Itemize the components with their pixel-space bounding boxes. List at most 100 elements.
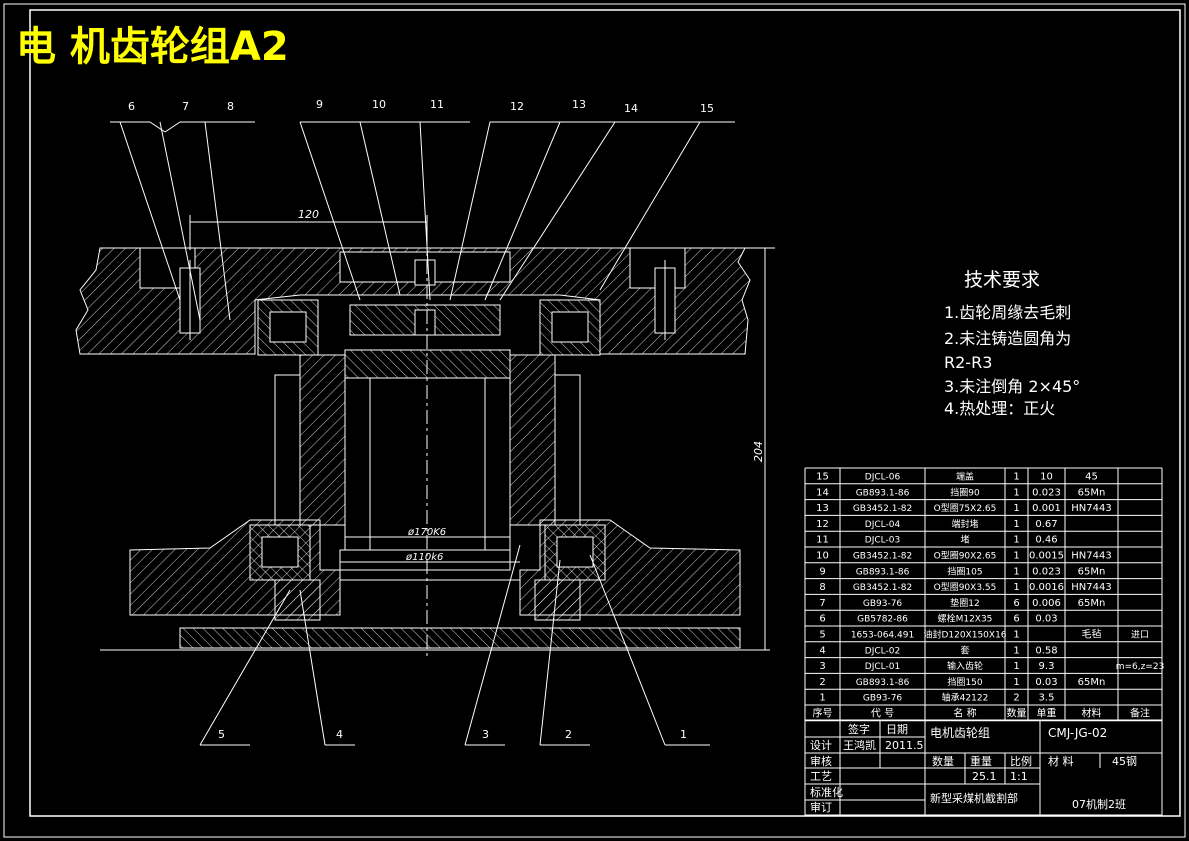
bom-cell-mass: 3.5 [1039, 693, 1055, 704]
bom-cell-code: GB3452.1-82 [853, 504, 912, 514]
tb-design: 设计 [810, 739, 832, 752]
bom-cell-code: GB93-76 [863, 694, 903, 704]
tb-material-label: 材 料 [1048, 754, 1074, 768]
bom-cell-qty: 1 [1013, 503, 1019, 514]
bom-cell-mass: 0.03 [1035, 614, 1057, 625]
bom-cell-name: 堵 [960, 534, 969, 546]
bom-cell-qty: 1 [1013, 519, 1019, 530]
bom-header-no: 序号 [813, 707, 833, 720]
balloon-labels: 6 7 8 9 10 11 12 13 14 15 5 4 3 2 1 [128, 98, 714, 741]
bom-cell-no: 6 [819, 614, 825, 625]
bom-cell-qty: 1 [1013, 566, 1019, 577]
drawing-title: 电 机齿轮组A2 [16, 24, 289, 70]
balloon-6: 6 [128, 100, 135, 113]
tb-designer: 王鸿凯 [843, 738, 876, 752]
bom-cell-note: m=6,z=23 [1116, 662, 1165, 672]
bom-cell-no: 11 [816, 535, 829, 546]
bom-cell-code: GB893.1-86 [856, 567, 910, 577]
bom-cell-name: 输入齿轮 [947, 660, 983, 672]
balloon-15: 15 [700, 102, 714, 115]
bom-cell-mass: 10 [1040, 472, 1053, 483]
tech-requirements: 技术要求 1.齿轮周缘去毛刺 2.未注铸造圆角为 R2-R3 3.未注倒角 2×… [944, 269, 1080, 418]
bom-cell-mass: 9.3 [1039, 661, 1055, 672]
tb-scale: 1:1 [1010, 770, 1028, 783]
bom-cell-qty: 1 [1013, 630, 1019, 641]
inner-frame [29, 9, 1181, 817]
bom-cell-code: GB93-76 [863, 599, 903, 609]
bom-cell-qty: 2 [1013, 693, 1019, 704]
dim-120: 120 [298, 208, 319, 221]
balloon-4: 4 [336, 728, 343, 741]
title-block-text: 签字 日期 电机齿轮组 CMJ-JG-02 设计 王鸿凯 2011.5 审核 工… [810, 722, 1137, 814]
bom-cell-qty: 1 [1013, 645, 1019, 656]
bom-cell-code: GB3452.1-82 [853, 552, 912, 562]
tech-item-4: 4.热处理：正火 [944, 399, 1055, 418]
bom-cell-code: DJCL-03 [865, 536, 900, 546]
bom-cell-code: GB3452.1-82 [853, 583, 912, 593]
bom-cell-name: 螺栓M12X35 [938, 613, 993, 625]
bom-cell-name: 挡圈105 [947, 565, 982, 577]
balloon-12: 12 [510, 100, 524, 113]
bom-cell-qty: 1 [1013, 535, 1019, 546]
tb-class: 07机制2班 [1072, 797, 1126, 811]
bom-cell-code: DJCL-02 [865, 646, 900, 656]
bom-cell-qty: 6 [1013, 614, 1019, 625]
tb-approve: 审订 [810, 800, 832, 814]
bom-cell-no: 12 [816, 519, 829, 530]
dim-204: 204 [752, 441, 765, 462]
assembly-section [75, 121, 775, 746]
balloon-10: 10 [372, 98, 386, 111]
bom-cell-name: 端盖 [956, 471, 974, 483]
bom-header-code: 代 号 [871, 708, 894, 720]
bom-cell-mass: 0.023 [1032, 566, 1061, 577]
bom-cell-no: 3 [819, 661, 825, 672]
bom-cell-mat: 45 [1085, 472, 1098, 483]
bom-cell-mat: HN7443 [1071, 582, 1111, 593]
bom-cell-mass: 0.006 [1032, 598, 1061, 609]
balloon-2: 2 [565, 728, 572, 741]
tb-company: 新型采煤机截割部 [930, 791, 1018, 805]
bom-cell-mat: 毛毡 [1082, 628, 1102, 641]
tech-item-2b: R2-R3 [944, 353, 992, 372]
bom-cell-qty: 6 [1013, 598, 1019, 609]
title-block [804, 719, 1163, 816]
bom-cell-no: 4 [819, 645, 825, 656]
tb-sign: 签字 [848, 722, 870, 736]
tb-material: 45钢 [1112, 755, 1137, 768]
bom-cell-no: 9 [819, 566, 825, 577]
bom-cell-code: DJCL-06 [865, 473, 901, 483]
bom-cell-no: 13 [816, 503, 829, 514]
bom-cell-no: 10 [816, 551, 829, 562]
bom-cell-name: 端封堵 [951, 518, 978, 530]
bom-cell-mat: HN7443 [1071, 551, 1111, 562]
bom-cell-code: DJCL-04 [865, 520, 901, 530]
tb-date: 日期 [886, 723, 908, 736]
balloon-11: 11 [430, 98, 444, 111]
bom-cell-name: 垫圈12 [950, 597, 979, 609]
bom-cell-no: 8 [819, 582, 825, 593]
bom-header-mat: 材料 [1082, 707, 1102, 720]
tb-drawing-no: CMJ-JG-02 [1048, 726, 1107, 740]
bom-header-note: 备注 [1130, 707, 1150, 720]
bom-cell-code: GB893.1-86 [856, 678, 910, 688]
bom-header-qty: 数量 [1007, 707, 1027, 720]
bom-cell-no: 5 [819, 630, 825, 641]
tb-scale-label: 比例 [1010, 754, 1032, 768]
bom-cell-name: 轴承42122 [942, 692, 989, 704]
bom-cell-mass: 0.023 [1032, 487, 1061, 498]
bom-cell-code: GB5782-86 [857, 615, 908, 625]
bom-cell-name: O型圈90X2.65 [934, 551, 997, 562]
bom-cell-mass: 0.46 [1035, 535, 1057, 546]
tb-drawing-name: 电机齿轮组 [930, 726, 990, 740]
bom-cell-qty: 1 [1013, 472, 1019, 483]
tb-qty-label: 数量 [932, 755, 954, 768]
dim-dia-170: ø170K6 [407, 527, 446, 538]
bom-cell-name: 油封D120X150X16 [923, 629, 1006, 641]
tb-review: 审核 [810, 754, 832, 768]
tech-item-3: 3.未注倒角 2×45° [944, 377, 1080, 396]
bom-cell-code: DJCL-01 [865, 662, 900, 672]
bom-cell-mass: 0.58 [1035, 645, 1057, 656]
bom-header-mass: 单重 [1037, 707, 1057, 720]
bom-cell-name: 挡圈90 [950, 486, 980, 498]
